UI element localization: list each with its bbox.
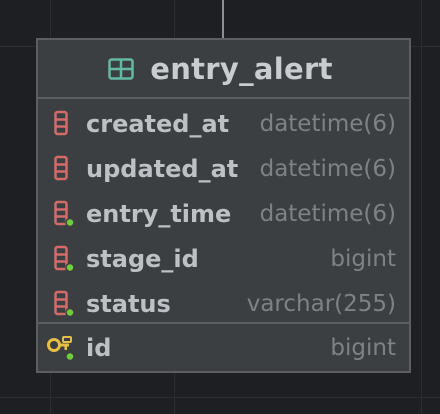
column-type: datetime(6) [259, 200, 396, 227]
column-icon [54, 110, 68, 136]
table-grid-icon [108, 57, 134, 80]
column-row[interactable]: entry_time datetime(6) [38, 191, 409, 236]
foreign-key-column-icon [54, 200, 75, 228]
grid-line [421, 0, 422, 414]
primary-key-section: id bigint [38, 324, 409, 371]
column-list: created_at datetime(6) updated_at dateti… [38, 99, 409, 324]
column-icon [54, 155, 68, 181]
column-name: created_at [86, 109, 230, 138]
primary-key-row[interactable]: id bigint [38, 325, 409, 370]
column-row[interactable]: updated_at datetime(6) [38, 146, 409, 191]
column-type: bigint [330, 245, 396, 272]
table-header[interactable]: entry_alert [38, 40, 409, 99]
column-type: datetime(6) [259, 110, 396, 137]
column-type: datetime(6) [259, 155, 396, 182]
column-name: id [86, 333, 112, 362]
column-name: entry_time [86, 199, 232, 228]
column-row[interactable]: created_at datetime(6) [38, 101, 409, 146]
column-type: varchar(255) [246, 290, 396, 317]
column-type: bigint [330, 334, 396, 361]
table-name: entry_alert [150, 51, 333, 86]
foreign-key-column-icon [54, 245, 75, 273]
table-entry-alert[interactable]: entry_alert created_at datetime(6) updat… [36, 38, 411, 373]
relation-connector-line [222, 0, 224, 39]
column-row[interactable]: stage_id bigint [38, 236, 409, 281]
column-name: stage_id [86, 244, 199, 273]
column-name: status [86, 289, 171, 318]
primary-key-icon [47, 336, 75, 362]
grid-line [0, 397, 440, 398]
foreign-key-column-icon [54, 290, 75, 318]
column-name: updated_at [86, 154, 239, 183]
column-row[interactable]: status varchar(255) [38, 281, 409, 326]
